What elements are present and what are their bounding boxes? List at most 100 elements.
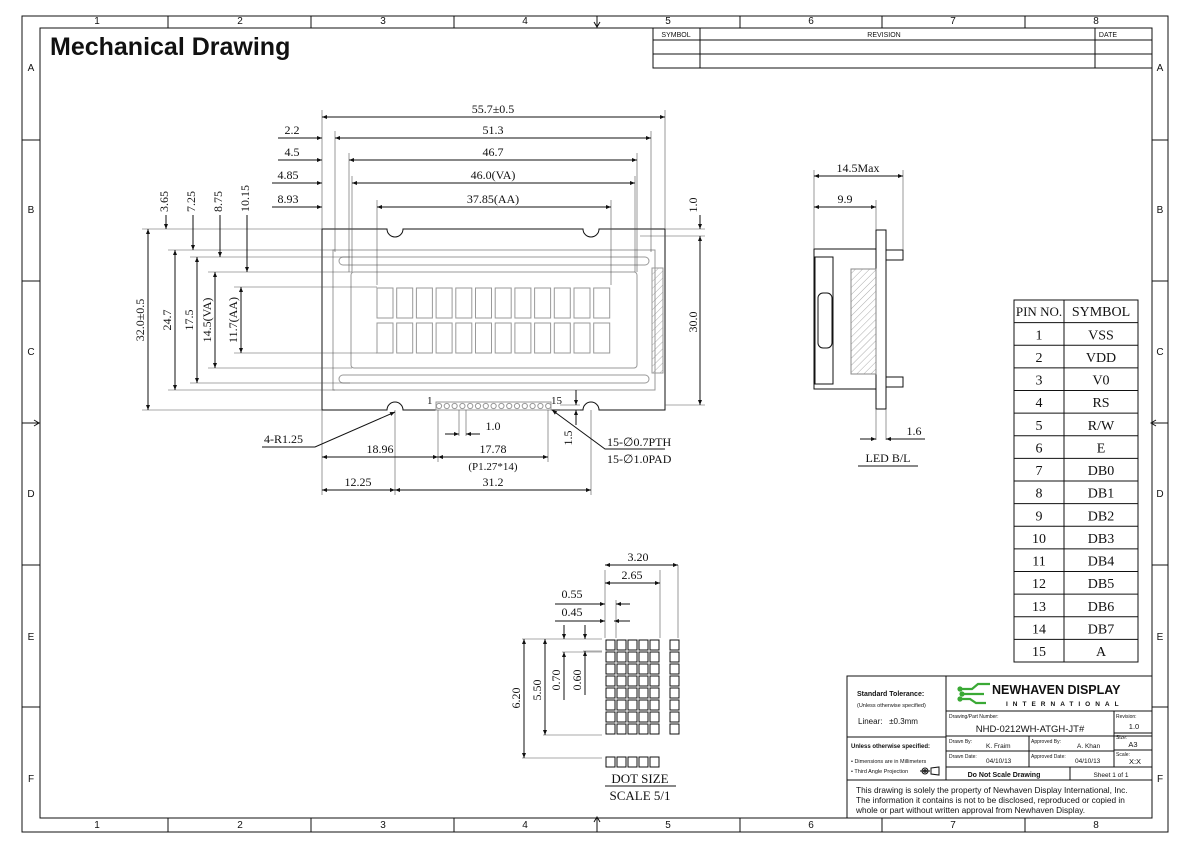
cursor-dot (638, 756, 649, 768)
pitch-note: (P1.27*14) (468, 461, 518, 473)
led-backlight-label: LED B/L (866, 451, 911, 465)
sheet-number: Sheet 1 of 1 (1093, 772, 1128, 779)
revision-label: Revision: (1116, 714, 1137, 720)
character-cell (415, 322, 433, 354)
grid-row-label: E (1157, 632, 1164, 643)
dot-matrix (605, 639, 680, 768)
pin-symbol: VSS (1088, 328, 1114, 343)
character-cell (573, 322, 591, 354)
grid-column-label: 5 (665, 16, 671, 27)
dot (616, 639, 627, 651)
dim-overall-height: 32.0±0.5 (133, 299, 147, 342)
vdim-10-15: 10.15 (238, 185, 252, 212)
dim-1-5: 1.5 (561, 431, 575, 446)
dot (605, 687, 616, 699)
grid-row-label: A (1157, 63, 1164, 74)
dim-viewing-area-height: 14.5(VA) (200, 298, 214, 343)
dot (649, 651, 660, 663)
pin-pad (537, 402, 544, 410)
grid-row-label: D (27, 489, 34, 500)
dim-9-9: 9.9 (838, 192, 853, 206)
dot-dim-6-20: 6.20 (509, 688, 523, 709)
pin-symbol: DB4 (1088, 555, 1114, 570)
pin-pad (506, 402, 513, 410)
grid-row-label: C (1156, 347, 1163, 358)
part-number: NHD-0212WH-ATGH-JT# (976, 724, 1085, 735)
cursor-dot (627, 756, 638, 768)
scale-value: X:X (1129, 757, 1141, 766)
pin-pad (459, 402, 466, 410)
pin-15-label: 15 (551, 395, 563, 407)
front-view: 1 15 55.7±0.5 51.3 46.7 46.0(VA) 37.85(A… (133, 102, 705, 495)
dot (616, 651, 627, 663)
dot (638, 711, 649, 723)
pin-table-header-pin: PIN NO. (1016, 304, 1062, 319)
dot (627, 651, 638, 663)
radius-label: 4-R1.25 (264, 432, 303, 446)
character-cell (455, 322, 473, 354)
approved-by-label: Approved By: (1031, 739, 1061, 745)
character-cell (475, 287, 492, 319)
grid-column-label: 2 (237, 16, 243, 27)
dim-12-25: 12.25 (345, 475, 372, 489)
disclaimer-line-3: whole or part without written approval f… (855, 805, 1085, 815)
pin-symbol: DB5 (1088, 577, 1114, 592)
character-cell (376, 287, 394, 319)
title-block: Standard Tolerance: (Unless otherwise sp… (846, 675, 1153, 819)
dot-dim-0-70: 0.70 (549, 670, 563, 691)
pin-pad (545, 402, 552, 410)
dim-17-78: 17.78 (480, 442, 507, 456)
grid-row-label: E (28, 632, 35, 643)
approved-by: A. Khan (1077, 743, 1101, 750)
pin-pad (529, 402, 536, 410)
grid-column-label: 2 (237, 820, 243, 831)
dot (627, 723, 638, 735)
pin-number: 10 (1032, 532, 1046, 547)
grid-column-label: 5 (665, 820, 671, 831)
pin-symbol: R/W (1088, 419, 1115, 434)
dot (638, 699, 649, 711)
pin-number: 11 (1032, 555, 1045, 570)
dot (616, 687, 627, 699)
grid-column-label: 3 (380, 820, 386, 831)
dot (649, 711, 660, 723)
pin-number: 13 (1032, 600, 1046, 615)
character-cell (593, 322, 611, 354)
offset-8-93: 8.93 (278, 192, 299, 206)
dim-viewing-area-width: 46.0(VA) (471, 168, 516, 182)
dim-1-6: 1.6 (907, 424, 922, 438)
dot (605, 699, 616, 711)
dot (649, 663, 660, 675)
dot (669, 663, 680, 675)
pin-symbol: E (1097, 441, 1106, 456)
grid-row-label: B (1157, 205, 1164, 216)
dot (669, 699, 680, 711)
side-view: 14.5Max 9.9 1.6 LED B/L (813, 161, 925, 467)
dot (616, 663, 627, 675)
pin-1-label: 1 (427, 395, 433, 407)
vdim-7-25: 7.25 (184, 191, 198, 212)
dot (605, 675, 616, 687)
third-angle-projection-icon (920, 766, 940, 776)
character-cell (455, 287, 473, 319)
character-cell (553, 322, 571, 354)
drawn-date: 04/10/13 (986, 758, 1012, 765)
pin-pad (474, 402, 482, 410)
dot-dim-5-50: 5.50 (530, 680, 544, 701)
revision-block: SYMBOL REVISION DATE (652, 27, 1153, 69)
grid-row-label: F (1157, 774, 1163, 785)
disclaimer-line-2: The information it contains is not to be… (856, 795, 1125, 805)
offset-4-5: 4.5 (285, 145, 300, 159)
character-cell (593, 287, 611, 319)
dim-51-3: 51.3 (483, 123, 504, 137)
grid-row-label: C (27, 347, 34, 358)
character-cell (475, 322, 492, 354)
character-cell (494, 322, 512, 354)
inner-frame (39, 27, 1153, 819)
